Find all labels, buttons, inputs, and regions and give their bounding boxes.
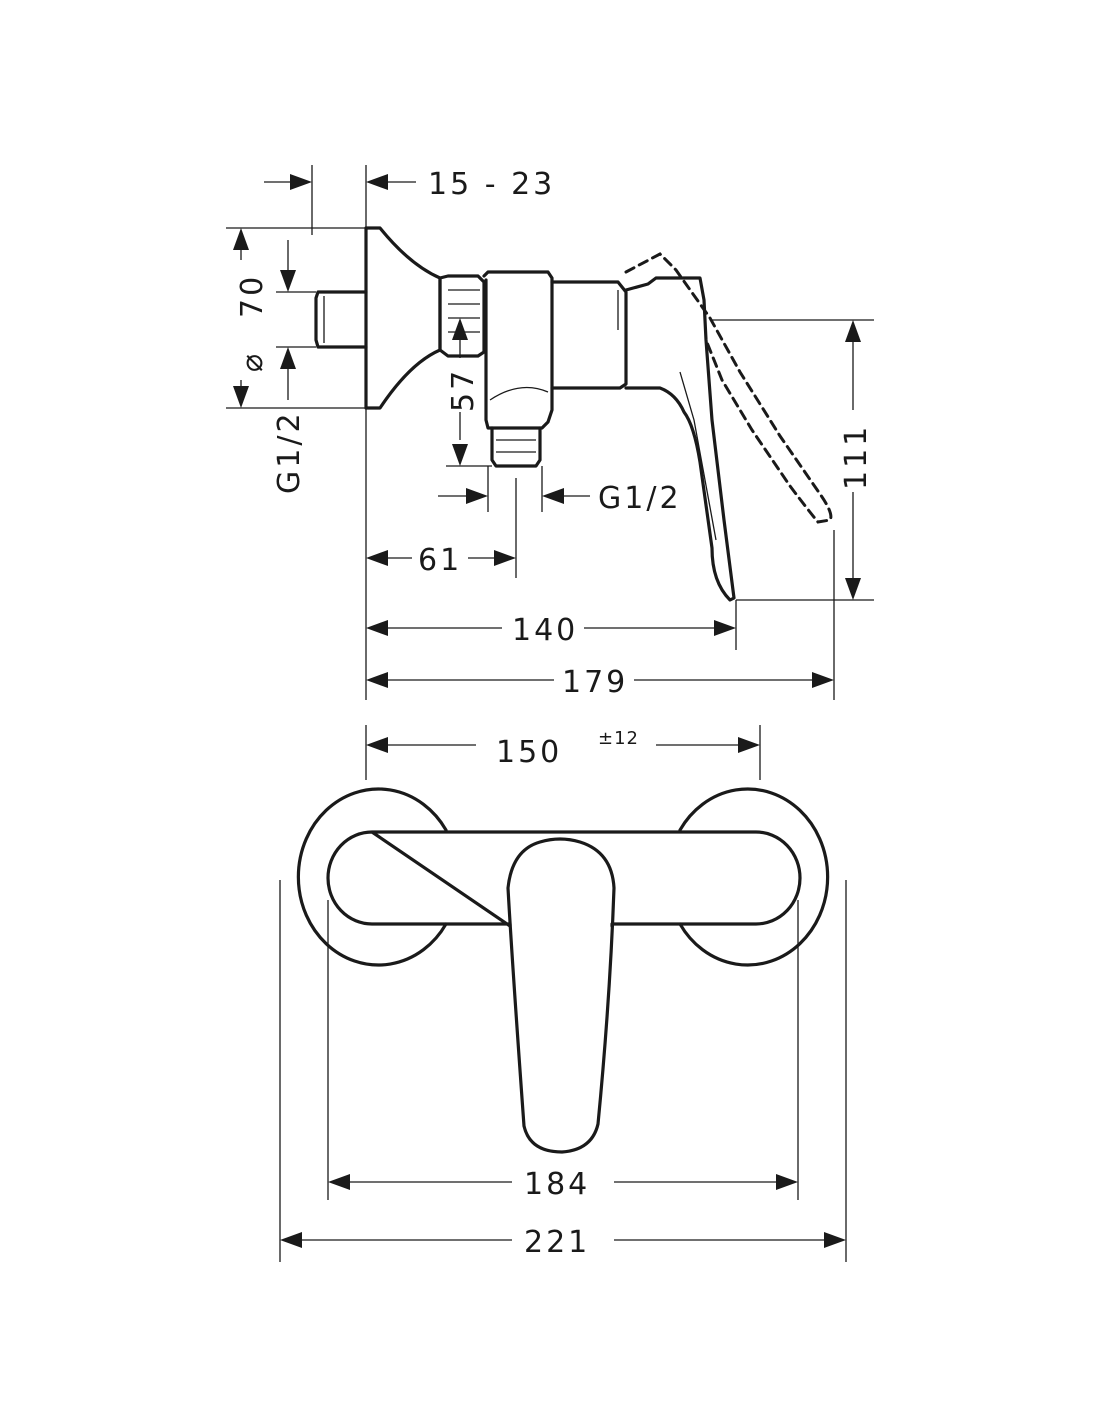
dim-111-label: 111: [839, 424, 874, 490]
dim-g12-inlet-label: G1/2: [272, 410, 307, 494]
dim-140-label: 140: [512, 613, 578, 648]
escutcheon-right: [678, 787, 830, 967]
handle-open-position: [624, 252, 833, 524]
dim-221-arrow-left: [280, 1232, 302, 1248]
dim-g12-inlet-arrow-top: [280, 270, 296, 292]
mixer-body-side: [482, 270, 554, 430]
dim-15-23-label: 15 - 23: [428, 167, 555, 202]
dim-184-arrow-right: [776, 1174, 798, 1190]
handle-lever-side: [624, 276, 736, 602]
dim-150-label: 150: [496, 735, 562, 770]
dim-150-arrow-right: [738, 737, 760, 753]
dim-57-arrow-bottom: [452, 444, 468, 466]
dim-61-arrow-right: [494, 550, 516, 566]
dim-70-arrow-top: [233, 228, 249, 250]
dim-221-label: 221: [524, 1225, 590, 1260]
dim-g12-outlet-arrow-right: [542, 488, 564, 504]
mixer-body-curve: [489, 386, 549, 401]
dim-111-arrow-bottom: [845, 578, 861, 600]
dim-61-arrow-left: [366, 550, 388, 566]
dim-g12-outlet-label: G1/2: [598, 481, 682, 516]
dim-70-label: 70: [235, 274, 270, 318]
dim-179-label: 179: [562, 665, 628, 700]
mixer-body-front: [326, 830, 802, 928]
dim-g12-outlet-arrow-left: [466, 488, 488, 504]
dim-140-arrow-left: [366, 620, 388, 636]
dim-179-arrow-left: [366, 672, 388, 688]
dim-61-label: 61: [418, 543, 462, 578]
dim-221-arrow-right: [824, 1232, 846, 1248]
dim-150-arrow-left: [366, 737, 388, 753]
inlet-pipe-side: [314, 290, 368, 349]
dim-140-arrow-right: [714, 620, 736, 636]
dim-15-23-arrow-right: [366, 174, 388, 190]
dim-184-arrow-left: [328, 1174, 350, 1190]
handle-lever-front: [506, 837, 616, 1154]
dim-57-arrow-top: [452, 318, 468, 340]
dim-diameter-symbol: ⌀: [235, 351, 270, 372]
dim-184-label: 184: [524, 1167, 590, 1202]
dim-179-arrow-right: [812, 672, 834, 688]
dim-70-arrow-bottom: [233, 386, 249, 408]
dim-111-arrow-top: [845, 320, 861, 342]
dim-g12-inlet-arrow-bottom: [280, 347, 296, 369]
cartridge-neck-side: [550, 280, 628, 390]
outlet-nut-side: [490, 426, 542, 468]
dim-15-23-arrow-left: [290, 174, 312, 190]
handle-inner-line: [679, 371, 717, 541]
front-view: 150 ±12 184 221: [279, 725, 847, 1262]
dim-150-tolerance: ±12: [598, 728, 639, 749]
side-view: 15 - 23 70 ⌀ G1/2 57 G1/2: [226, 165, 874, 700]
dim-57-label: 57: [446, 368, 481, 412]
escutcheon-side: [364, 226, 442, 410]
union-nut-side: [438, 274, 486, 358]
escutcheon-left: [296, 787, 448, 967]
